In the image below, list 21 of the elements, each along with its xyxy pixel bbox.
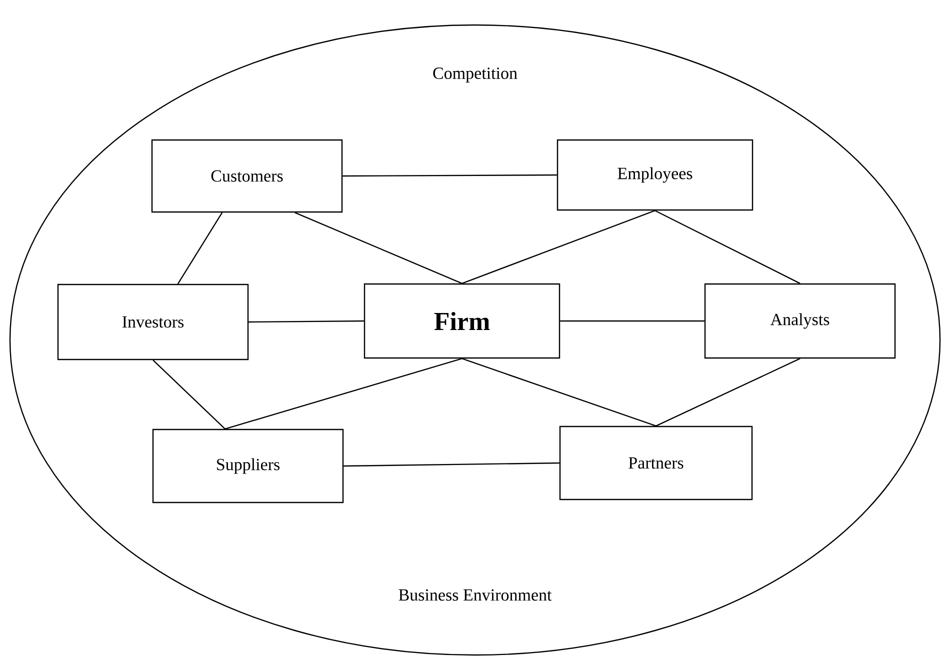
label-text: Competition — [433, 68, 518, 82]
box: Suppliers — [152, 428, 344, 504]
box: Customers — [151, 139, 343, 213]
connector-line — [152, 360, 226, 430]
connector-line — [560, 320, 704, 322]
connector-line — [248, 320, 364, 323]
box: Investors — [57, 284, 249, 360]
connector-line — [344, 462, 560, 467]
connector-line — [224, 358, 462, 430]
connector-line — [294, 212, 462, 284]
box: Partners — [559, 426, 753, 500]
connector-line — [462, 358, 656, 426]
connector-line — [654, 210, 800, 284]
box: Analysts — [704, 283, 896, 359]
connector-line — [177, 212, 223, 284]
connector-line — [342, 174, 557, 177]
box: Employees — [556, 139, 754, 211]
connector-line — [462, 210, 656, 284]
label-text: Business Environment — [398, 589, 552, 601]
connector-line — [656, 358, 800, 426]
box: Firm — [364, 283, 560, 359]
